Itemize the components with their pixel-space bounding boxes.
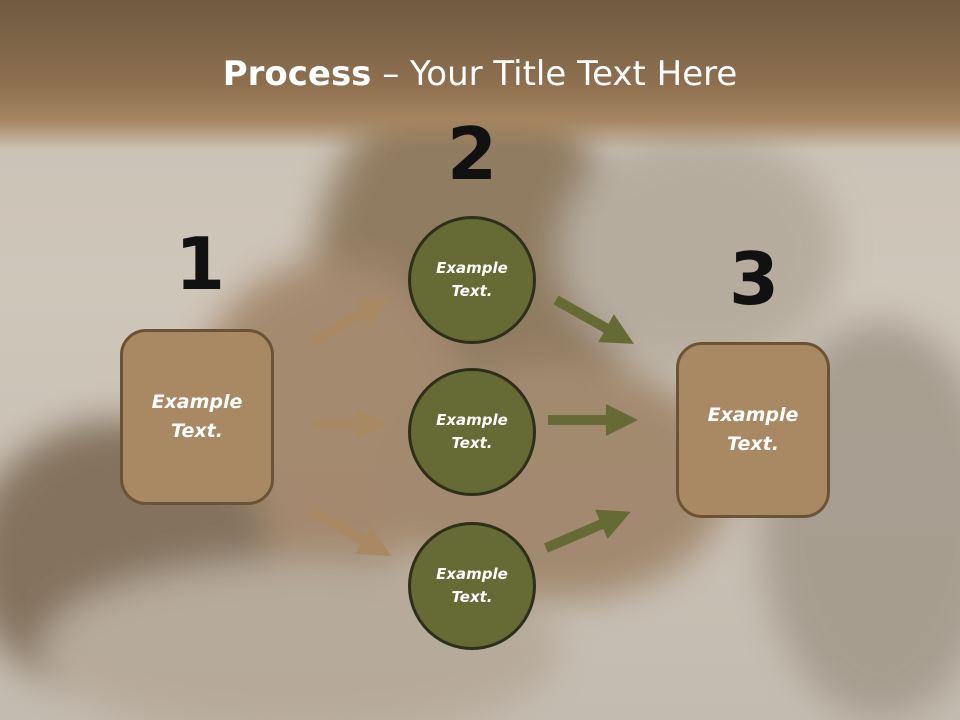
step-number-1: 1	[174, 222, 226, 306]
circle-top: Example Text.	[408, 216, 536, 344]
arrow-box-to-circle-bottom	[311, 507, 391, 556]
circle-bottom: Example Text.	[408, 522, 536, 650]
right-box-label: Example Text.	[707, 404, 799, 455]
slide-title: Process – Your Title Text Here	[0, 52, 960, 96]
circle-top-label: Example Text.	[436, 259, 508, 300]
left-box: Example Text.	[120, 329, 274, 505]
step-number-3: 3	[728, 237, 780, 321]
right-box: Example Text.	[676, 342, 830, 518]
step-number-2: 2	[446, 112, 498, 196]
circle-middle: Example Text.	[408, 368, 536, 496]
arrow-circle-bottom-to-box	[544, 509, 631, 553]
arrow-box-to-circle-top	[309, 296, 390, 347]
left-box-label: Example Text.	[151, 391, 243, 442]
title-bold-part: Process	[222, 54, 372, 94]
circle-middle-label: Example Text.	[436, 411, 508, 452]
title-rest-part: – Your Title Text Here	[371, 54, 738, 94]
circle-bottom-label: Example Text.	[436, 565, 508, 606]
arrow-circle-top-to-box	[553, 295, 634, 344]
